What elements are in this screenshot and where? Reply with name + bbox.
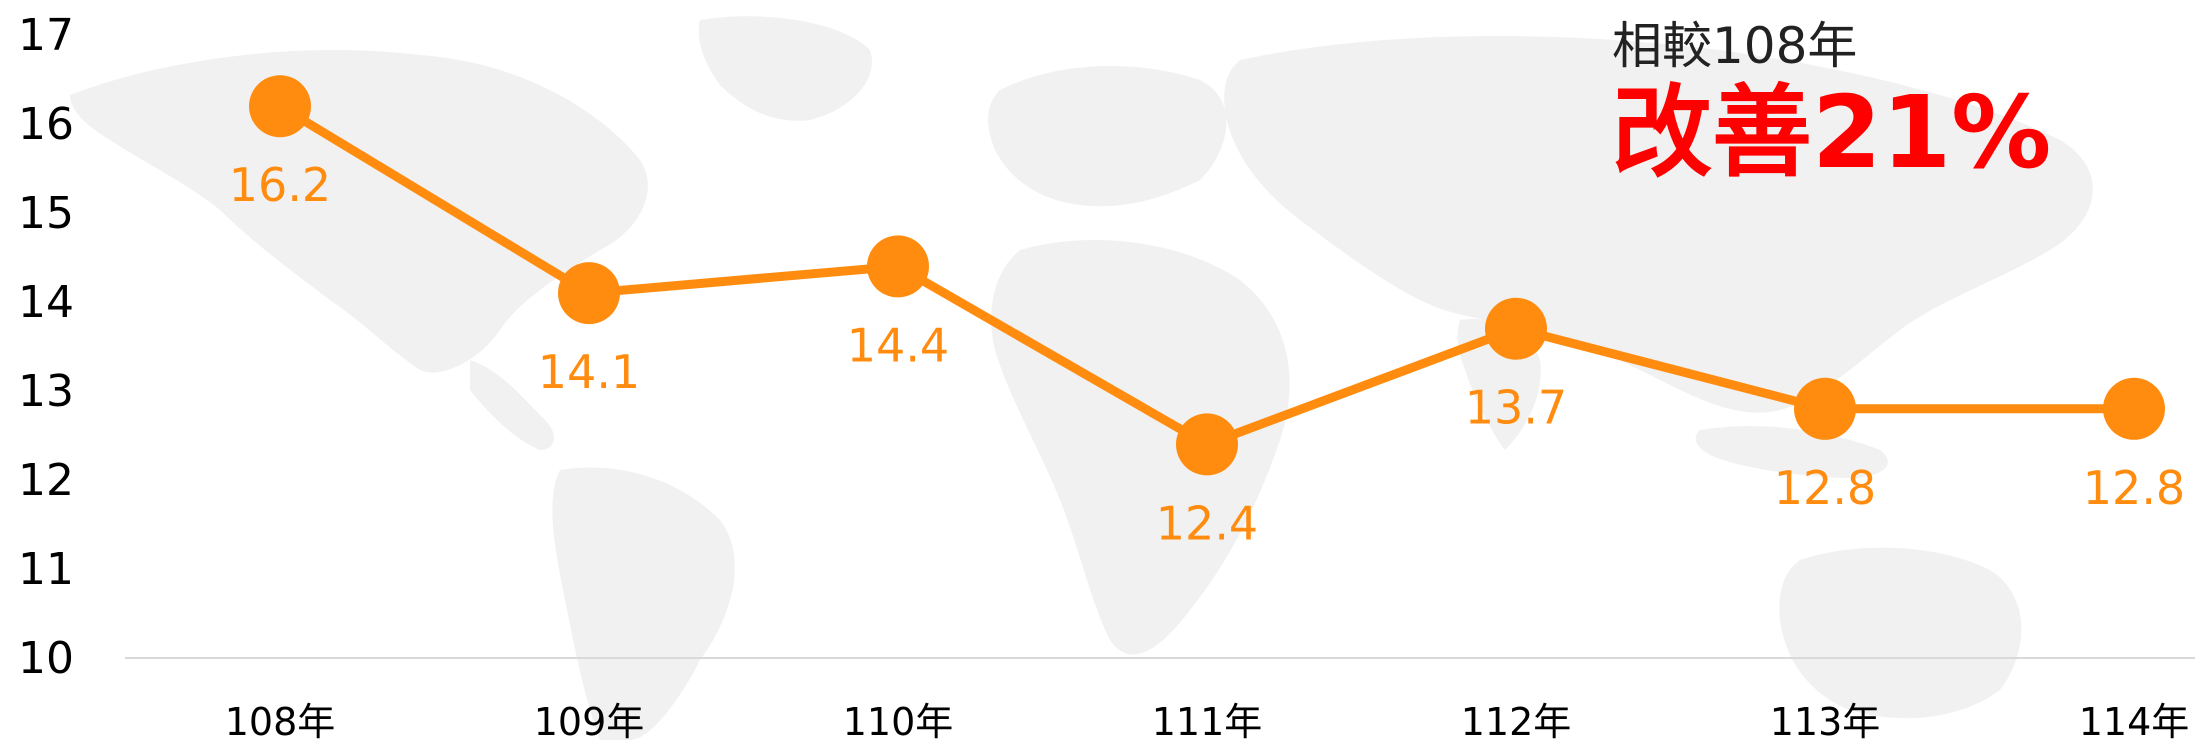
y-axis-ticks: 10 11 12 13 14 15 16 17: [18, 10, 74, 684]
data-point: [2103, 377, 2165, 440]
data-point: [1485, 297, 1547, 360]
annotation-subtitle: 相較108年: [1612, 17, 1858, 75]
improvement-annotation: 相較108年 改善21%: [1612, 16, 2051, 188]
x-tick-label: 114年: [2079, 700, 2190, 740]
data-point: [1794, 377, 1856, 440]
y-tick-label: 10: [18, 633, 74, 684]
x-axis-ticks: 108年 109年 110年 111年 112年 113年 114年: [225, 700, 2190, 740]
data-label: 12.8: [1774, 461, 1876, 515]
data-point-group: [249, 75, 2165, 476]
annotation-highlight: 改善21%: [1612, 74, 2052, 191]
data-label: 13.7: [1465, 381, 1567, 435]
x-tick-label: 108年: [225, 700, 336, 740]
x-tick-label: 112年: [1461, 700, 1572, 740]
x-tick-label: 113年: [1770, 700, 1881, 740]
data-label: 12.8: [2083, 461, 2185, 515]
y-tick-label: 13: [18, 366, 74, 417]
y-tick-label: 14: [18, 277, 74, 328]
data-point: [249, 75, 311, 138]
x-tick-label: 109年: [534, 700, 645, 740]
y-tick-label: 17: [18, 10, 74, 61]
data-label: 16.2: [229, 158, 331, 212]
data-label: 12.4: [1156, 496, 1258, 550]
x-tick-label: 111年: [1152, 700, 1263, 740]
data-point: [558, 262, 620, 325]
y-tick-label: 12: [18, 455, 74, 506]
data-label-group: 16.2 14.1 14.4 12.4 13.7 12.8 12.8: [229, 158, 2185, 550]
y-tick-label: 16: [18, 99, 74, 150]
data-point: [1176, 413, 1238, 476]
world-map-background: [70, 16, 2093, 740]
data-label: 14.4: [847, 318, 949, 372]
y-tick-label: 11: [18, 544, 74, 595]
data-label: 14.1: [538, 345, 640, 399]
data-point: [867, 235, 929, 298]
x-tick-label: 110年: [843, 700, 954, 740]
y-tick-label: 15: [18, 188, 74, 239]
